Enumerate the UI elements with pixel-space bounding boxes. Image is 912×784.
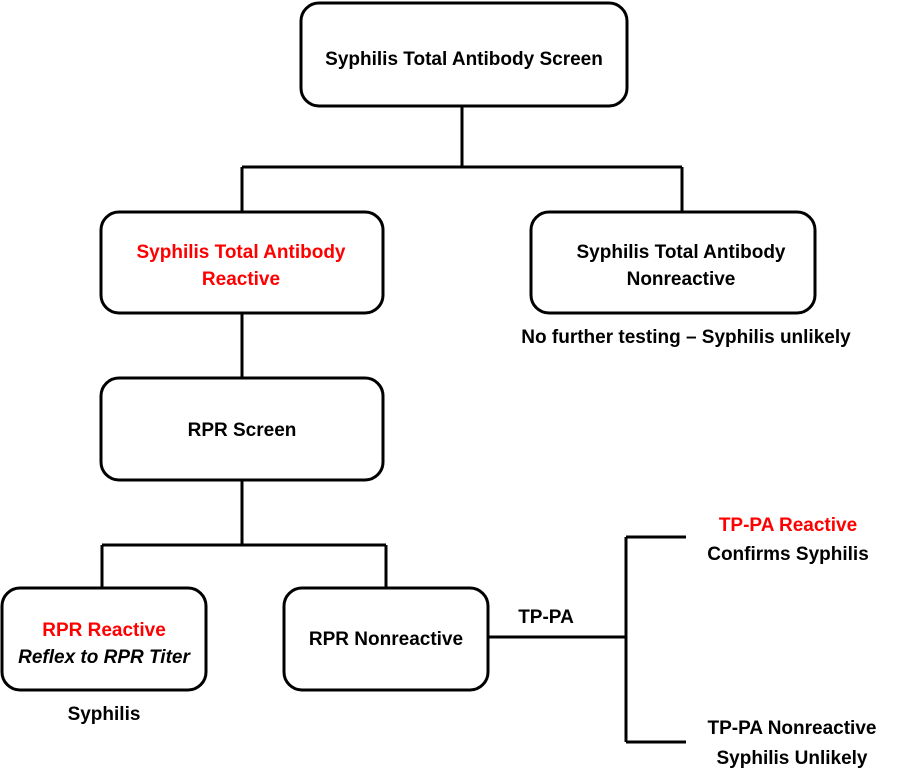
node-rpr-reactive-box	[0, 586, 208, 692]
node-rpr-screen: RPR Screen	[99, 376, 385, 482]
tppa-reactive-label: TP-PA Reactive	[719, 515, 857, 536]
node-reactive-box	[99, 210, 385, 315]
no-further-testing-label: No further testing – Syphilis unlikely	[521, 327, 851, 348]
node-reactive-line2: Reactive	[202, 269, 280, 290]
node-reactive-line1: Syphilis Total Antibody	[137, 242, 346, 263]
node-screen-label: Syphilis Total Antibody Screen	[325, 49, 603, 70]
connectors	[100, 106, 686, 744]
node-nonreactive-box	[529, 210, 817, 315]
confirms-syphilis-label: Confirms Syphilis	[707, 544, 869, 565]
node-screen: Syphilis Total Antibody Screen	[299, 1, 629, 108]
node-rpr-reactive-line2: Reflex to RPR Titer	[18, 647, 191, 668]
node-rpr-reactive: RPR Reactive Reflex to RPR Titer	[0, 586, 208, 692]
node-rpr-nonreactive: RPR Nonreactive	[282, 586, 490, 692]
node-nonreactive-line1: Syphilis Total Antibody	[577, 242, 786, 263]
node-rpr-nonreactive-label: RPR Nonreactive	[309, 629, 463, 650]
tppa-nonreactive-label: TP-PA Nonreactive	[708, 718, 877, 739]
node-rpr-screen-label: RPR Screen	[188, 420, 297, 441]
node-screen-box	[299, 1, 629, 108]
syphilis-unlikely-label: Syphilis Unlikely	[717, 748, 868, 769]
node-nonreactive-line2: Nonreactive	[627, 269, 736, 290]
node-reactive: Syphilis Total Antibody Reactive	[99, 210, 385, 315]
node-rpr-reactive-line1: RPR Reactive	[42, 620, 166, 641]
node-rpr-screen-box	[99, 376, 385, 482]
node-rpr-nonreactive-box	[282, 586, 490, 692]
node-nonreactive: Syphilis Total Antibody Nonreactive	[529, 210, 817, 315]
tppa-label: TP-PA	[518, 607, 574, 628]
syphilis-label: Syphilis	[68, 704, 141, 725]
